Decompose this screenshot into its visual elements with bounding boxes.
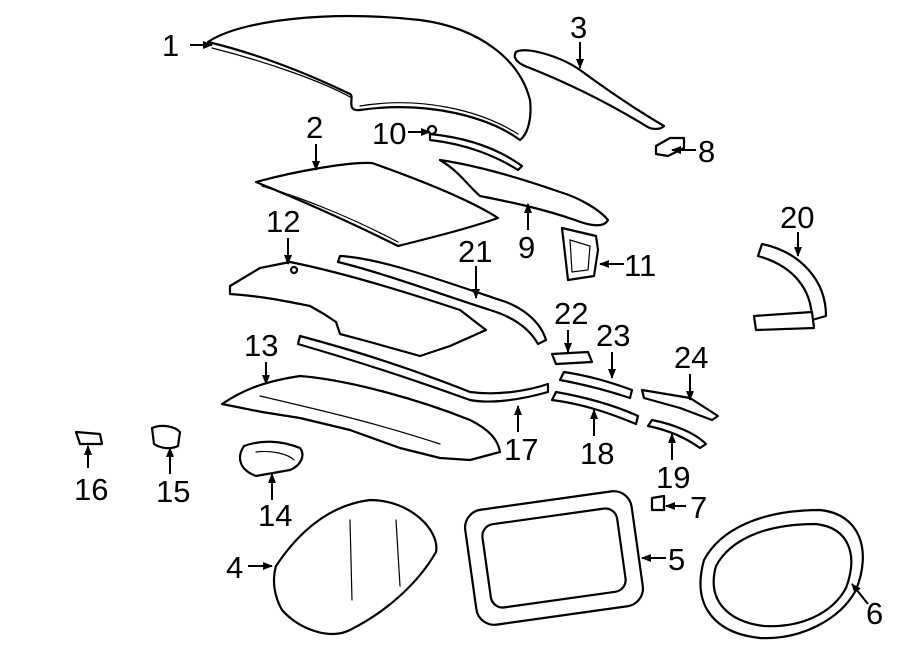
- rail-strip-part: [513, 49, 666, 131]
- callout-8: 8: [698, 134, 715, 169]
- callout-23: 23: [596, 318, 630, 353]
- clip-8-part: [654, 136, 686, 158]
- callout-6: 6: [866, 596, 883, 631]
- header-rail-part: [336, 254, 548, 346]
- trim-panel-part: [438, 158, 610, 227]
- seal-frame-5-part: [463, 490, 645, 626]
- clip-16-part: [74, 430, 104, 446]
- leader-lines: [84, 41, 869, 605]
- bracket-19-part: [646, 418, 708, 450]
- callout-20: 20: [780, 200, 814, 235]
- callout-3: 3: [570, 10, 587, 45]
- callout-1: 1: [162, 28, 179, 63]
- bracket-23-part: [558, 370, 634, 400]
- callout-10: 10: [372, 116, 406, 151]
- bracket-18-part: [550, 390, 640, 426]
- callout-15: 15: [156, 474, 190, 509]
- curved-strip-part: [752, 242, 828, 332]
- callout-5: 5: [668, 542, 685, 577]
- bracket-24-part: [640, 388, 720, 422]
- seal-strip-17-part: [296, 334, 550, 403]
- callout-18: 18: [580, 436, 614, 471]
- bracket-14-part: [238, 440, 304, 478]
- clip-7-part: [650, 494, 666, 512]
- callout-22: 22: [554, 296, 588, 331]
- callout-11: 11: [624, 248, 656, 283]
- callout-9: 9: [518, 230, 535, 265]
- callout-12: 12: [266, 204, 300, 239]
- callout-19: 19: [656, 460, 690, 495]
- callout-16: 16: [74, 472, 108, 507]
- callout-14: 14: [258, 498, 292, 533]
- roof-panel-part: [206, 15, 532, 142]
- callout-2: 2: [306, 110, 323, 145]
- callout-labels: 1 2 3 4 5 6 7 8 9 10 11 12 13 14 15 16 1…: [74, 10, 883, 631]
- leader-6: [851, 583, 869, 605]
- seal-ring-6-part: [699, 508, 864, 640]
- glass-panel-part: [272, 498, 438, 635]
- bracket-22-part: [550, 350, 594, 366]
- callout-13: 13: [244, 328, 278, 363]
- callout-21: 21: [458, 234, 492, 269]
- clip-15-part: [150, 424, 182, 450]
- callout-17: 17: [504, 432, 538, 467]
- roof-liner-part: [254, 161, 500, 248]
- callout-4: 4: [226, 550, 243, 585]
- callout-24: 24: [674, 340, 708, 375]
- bracket-11-part: [560, 226, 600, 282]
- headliner-tray-part: [228, 260, 488, 358]
- callout-7: 7: [690, 490, 707, 525]
